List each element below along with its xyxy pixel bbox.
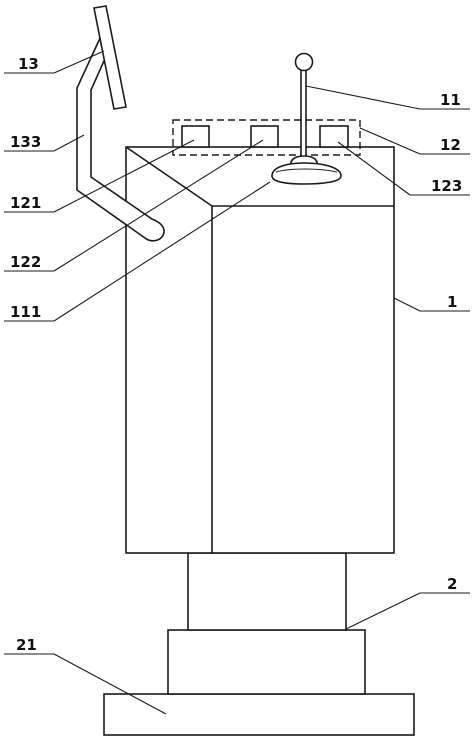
label-21: 21 (16, 636, 37, 654)
body-diagonal-edge (125, 146, 213, 207)
main-body (125, 146, 395, 554)
button-123 (319, 125, 349, 148)
label-121: 121 (10, 194, 41, 212)
leader-1-diag (393, 297, 421, 312)
column (187, 552, 347, 631)
leader-2-diag (345, 592, 421, 630)
label-111: 111 (10, 303, 41, 321)
leader-111-diag (53, 181, 271, 322)
arm-rest-pad (93, 5, 127, 110)
button-122 (250, 125, 279, 148)
button-121 (181, 125, 210, 148)
joystick-base-rim (275, 168, 338, 173)
leader-21-diag (53, 653, 167, 715)
label-122: 122 (10, 253, 41, 271)
leader-123-diag (337, 141, 411, 196)
label-1: 1 (447, 293, 457, 311)
joystick-knob (294, 52, 314, 72)
label-13: 13 (18, 55, 39, 73)
label-12: 12 (440, 136, 461, 154)
leader-11-diag (305, 85, 421, 110)
leader-13-diag (53, 50, 105, 74)
joystick-base (271, 162, 342, 185)
control-group-outline (172, 119, 361, 156)
label-11: 11 (440, 91, 461, 109)
leader-122-diag (53, 139, 264, 272)
leader-133-diag (53, 134, 85, 152)
leader-121-diag (53, 139, 195, 213)
joystick-shaft (300, 67, 307, 163)
pedestal-block (167, 629, 366, 695)
label-123: 123 (431, 177, 462, 195)
label-133: 133 (10, 133, 41, 151)
base-plate (103, 693, 415, 736)
label-2: 2 (447, 575, 457, 593)
leader-12-diag (359, 127, 421, 155)
